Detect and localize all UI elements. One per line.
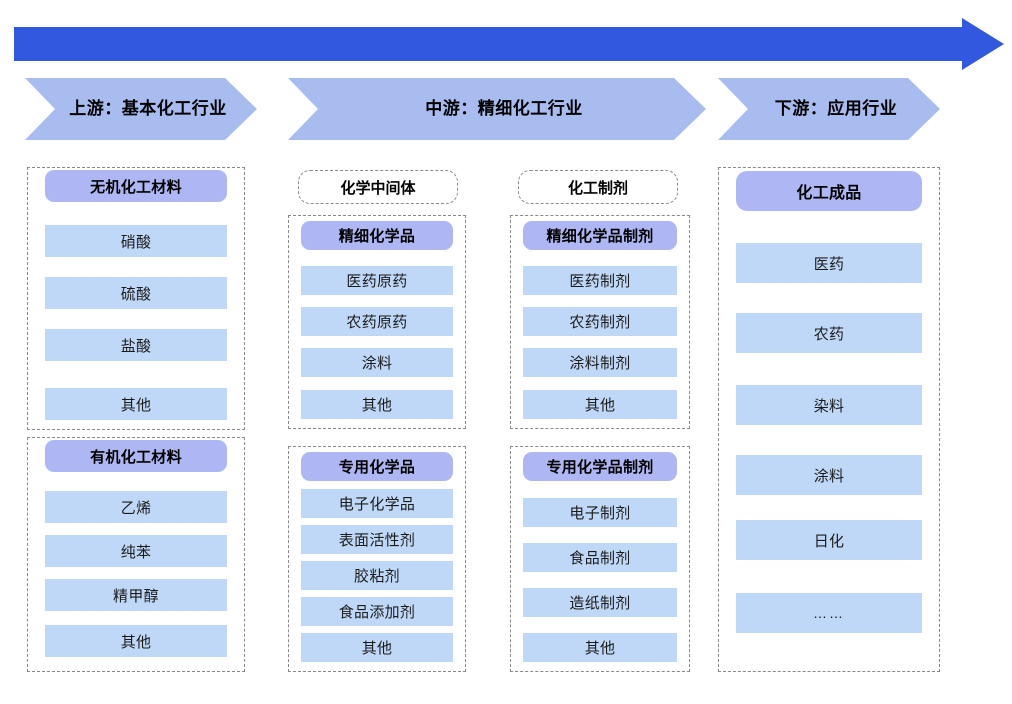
list-item[interactable]: 农药: [736, 313, 922, 353]
list-item[interactable]: 表面活性剂: [301, 525, 453, 554]
value-chain-arrow: [14, 18, 1004, 70]
stage-banner-downstream-label: 下游：应用行业: [774, 98, 898, 118]
list-item-label: 造纸制剂: [569, 595, 631, 612]
list-item-label: 其他: [361, 640, 393, 657]
list-item[interactable]: 染料: [736, 385, 922, 425]
list-item[interactable]: 纯苯: [45, 535, 227, 567]
group-fine-chemicals-container: [288, 215, 466, 429]
list-item-label: 食品添加剂: [338, 604, 416, 621]
list-item-label: 表面活性剂: [338, 532, 416, 549]
list-item[interactable]: 涂料: [301, 348, 453, 377]
list-item[interactable]: 涂料制剂: [523, 348, 677, 377]
list-item-label: 其他: [120, 633, 152, 651]
group-fine-chemical-formulations-container: [510, 215, 690, 429]
group-header-finished-products[interactable]: 化工成品: [736, 171, 922, 211]
list-item[interactable]: 电子化学品: [301, 489, 453, 518]
stage-banner-upstream-label: 上游：基本化工行业: [69, 98, 227, 118]
list-item[interactable]: ……: [736, 593, 922, 633]
group-finished-products-container: [718, 167, 940, 672]
list-item-label: 硝酸: [120, 233, 152, 251]
list-item[interactable]: 农药原药: [301, 307, 453, 336]
group-header-fine-chemicals[interactable]: 精细化学品: [301, 221, 453, 250]
list-item-label: 其他: [584, 397, 616, 414]
list-item-label: 染料: [813, 397, 845, 415]
list-item-label: 其他: [120, 396, 152, 414]
group-header-specialty-chemicals-label: 专用化学品: [338, 459, 416, 476]
list-item[interactable]: 硫酸: [45, 277, 227, 309]
list-item-label: 农药: [813, 325, 845, 343]
list-item-label: 硫酸: [120, 285, 152, 303]
list-item[interactable]: 食品添加剂: [301, 597, 453, 626]
section-label-chemical-intermediates-text: 化学中间体: [340, 179, 416, 197]
list-item-label: 电子化学品: [338, 496, 416, 513]
list-item-label: 胶粘剂: [354, 568, 400, 585]
list-item-label: 其他: [361, 397, 393, 414]
list-item[interactable]: 涂料: [736, 455, 922, 495]
list-item[interactable]: 其他: [301, 633, 453, 662]
group-header-fine-chemical-formulations[interactable]: 精细化学品制剂: [523, 221, 677, 250]
list-item[interactable]: 其他: [45, 625, 227, 657]
list-item-label: 农药制剂: [569, 314, 631, 331]
section-label-chemical-formulations[interactable]: 化工制剂: [518, 170, 678, 204]
list-item[interactable]: 精甲醇: [45, 579, 227, 611]
group-header-organic-label: 有机化工材料: [90, 448, 182, 466]
list-item-label: 农药原药: [346, 314, 408, 331]
list-item[interactable]: 电子制剂: [523, 498, 677, 527]
section-label-chemical-formulations-text: 化工制剂: [567, 179, 628, 197]
list-item-label: 医药制剂: [569, 273, 631, 290]
list-item-label: 精甲醇: [113, 587, 159, 605]
stage-banner-midstream[interactable]: 中游：精细化工行业: [288, 78, 706, 140]
group-specialty-chemicals-container: [288, 446, 466, 672]
group-specialty-chemical-formulations-container: [510, 446, 690, 672]
list-item-label: 乙烯: [120, 499, 152, 517]
list-item[interactable]: 其他: [301, 390, 453, 419]
list-item[interactable]: 医药: [736, 243, 922, 283]
list-item[interactable]: 胶粘剂: [301, 561, 453, 590]
list-item-label: 其他: [584, 640, 616, 657]
group-header-fine-chemical-formulations-label: 精细化学品制剂: [546, 228, 654, 245]
list-item-label: 盐酸: [120, 337, 152, 355]
list-item[interactable]: 农药制剂: [523, 307, 677, 336]
list-item-label: 纯苯: [120, 543, 152, 561]
group-header-specialty-chemicals[interactable]: 专用化学品: [301, 452, 453, 481]
list-item-label: 食品制剂: [569, 550, 631, 567]
list-item[interactable]: 乙烯: [45, 491, 227, 523]
group-header-specialty-chemical-formulations-label: 专用化学品制剂: [546, 459, 654, 476]
list-item-label: 日化: [813, 532, 845, 550]
list-item[interactable]: 其他: [523, 390, 677, 419]
list-item[interactable]: 日化: [736, 520, 922, 560]
list-item-label: 医药原药: [346, 273, 408, 290]
list-item[interactable]: 其他: [45, 388, 227, 420]
group-header-inorganic-label: 无机化工材料: [90, 178, 182, 196]
arrow-icon: [14, 18, 1004, 70]
list-item-label: 电子制剂: [569, 505, 631, 522]
list-item[interactable]: 其他: [523, 633, 677, 662]
list-item[interactable]: 医药制剂: [523, 266, 677, 295]
group-header-organic[interactable]: 有机化工材料: [45, 440, 227, 472]
group-header-specialty-chemical-formulations[interactable]: 专用化学品制剂: [523, 452, 677, 481]
list-item-label: 涂料制剂: [569, 355, 631, 372]
group-organic-container: [27, 437, 245, 672]
list-item-label: 医药: [813, 255, 845, 273]
group-inorganic-container: [27, 167, 245, 430]
list-item[interactable]: 硝酸: [45, 225, 227, 257]
group-header-inorganic[interactable]: 无机化工材料: [45, 170, 227, 202]
list-item[interactable]: 造纸制剂: [523, 588, 677, 617]
list-item[interactable]: 盐酸: [45, 329, 227, 361]
list-item[interactable]: 医药原药: [301, 266, 453, 295]
stage-banner-midstream-label: 中游：精细化工行业: [425, 98, 583, 118]
group-header-finished-products-label: 化工成品: [796, 185, 862, 202]
list-item-label: 涂料: [361, 355, 393, 372]
section-label-chemical-intermediates[interactable]: 化学中间体: [298, 170, 458, 204]
stage-banner-downstream[interactable]: 下游：应用行业: [718, 78, 940, 140]
list-item-label: ……: [813, 605, 845, 621]
group-header-fine-chemicals-label: 精细化学品: [338, 228, 416, 245]
stage-banner-upstream[interactable]: 上游：基本化工行业: [25, 78, 257, 140]
list-item[interactable]: 食品制剂: [523, 543, 677, 572]
list-item-label: 涂料: [813, 467, 845, 485]
